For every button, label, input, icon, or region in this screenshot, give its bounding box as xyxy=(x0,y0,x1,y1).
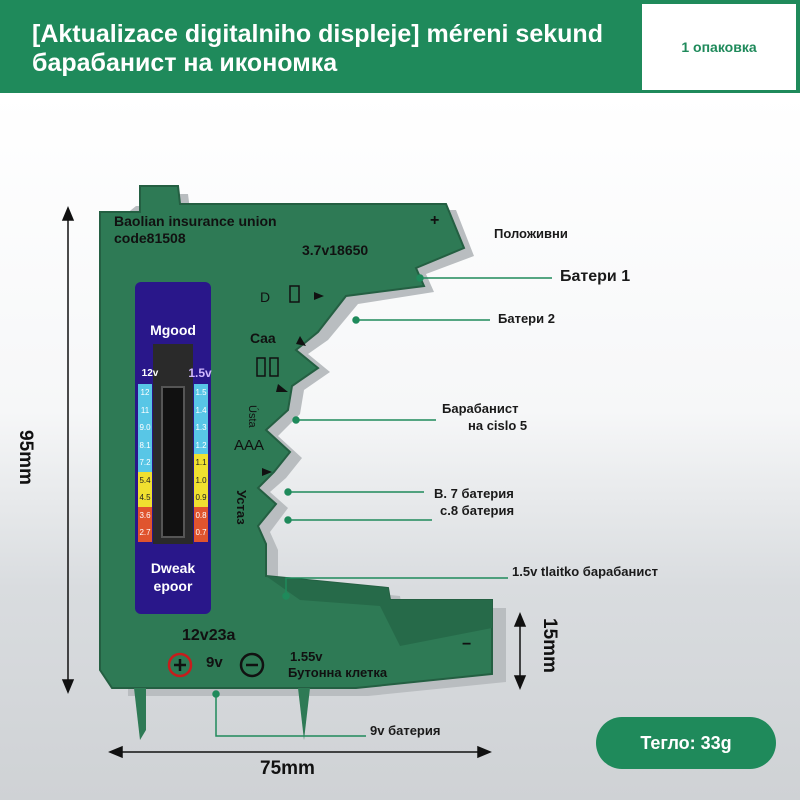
header-banner: [Aktualizace digitalniho displeje] méren… xyxy=(0,0,800,93)
plus-terminal-icon xyxy=(167,652,193,678)
pack-option[interactable]: 1 опаковка xyxy=(642,4,796,90)
leg-right xyxy=(298,688,310,740)
battery-155v-label: 1.55v xyxy=(290,649,323,664)
lcd-poor-label: epoor xyxy=(153,578,193,594)
battery-caa-label: Caa xyxy=(250,330,276,346)
leg-left xyxy=(134,688,146,740)
button-cell-slot xyxy=(266,576,492,646)
arrow-usta xyxy=(276,384,288,392)
callout-9v: 9v батерия xyxy=(370,723,441,738)
battery-18650-label: 3.7v18650 xyxy=(302,242,369,258)
minus-label: − xyxy=(462,636,472,653)
battery-d-label: D xyxy=(260,289,271,305)
callout-b7-line2: с.8 батерия xyxy=(440,503,515,518)
lcd-weak-label: Dweak xyxy=(150,560,196,576)
callout-b7-line1: В. 7 батерия xyxy=(434,486,514,501)
lcd-left-header: 12v xyxy=(141,368,159,379)
pack-label: 1 опаковка xyxy=(681,39,757,55)
ustaz-label: Устаз xyxy=(234,490,249,525)
brand-line1: Baolian insurance union xyxy=(114,213,277,229)
arrow-aaa xyxy=(262,468,272,476)
battery-9v-label: 9v xyxy=(206,654,223,671)
header-title: [Aktualizace digitalniho displeje] méren… xyxy=(32,20,603,77)
weight-label: Тегло: 33g xyxy=(640,732,732,753)
callout-lines xyxy=(212,274,552,737)
arrow-d xyxy=(314,292,324,300)
weight-badge: Тегло: 33g xyxy=(596,717,776,769)
dimension-height: 95mm xyxy=(15,430,36,485)
minus-terminal-icon xyxy=(239,652,265,678)
brand-line2: code81508 xyxy=(114,230,186,246)
plus-label: + xyxy=(430,212,440,229)
usta-label: Ústa xyxy=(246,405,258,428)
callout-positive: Положивни xyxy=(494,226,568,241)
battery-d-icon xyxy=(289,285,300,303)
dimension-lines xyxy=(61,206,527,759)
lcd-display: Mgood 12v 1.5v 12 11 9.0 8.1 7.2 5.4 4.5… xyxy=(135,282,212,614)
callout-drum-line2: на cislo 5 xyxy=(468,418,528,433)
callout-drum-line1: Барабанист xyxy=(442,401,519,416)
battery-caa-icon-2 xyxy=(269,357,279,377)
callout-button-cell: 1.5v tlaitko барабанист xyxy=(512,564,658,579)
dimension-width: 75mm xyxy=(260,758,315,779)
button-cell-label: Бутонна клетка xyxy=(288,665,388,680)
callout-battery1: Батери 1 xyxy=(560,268,631,285)
lcd-bar-segments xyxy=(161,386,185,538)
battery-aaa-label: AAA xyxy=(234,437,265,454)
lcd-left-scale: 12 11 9.0 8.1 7.2 5.4 4.5 3.6 2.7 xyxy=(138,384,152,542)
callout-battery2: Батери 2 xyxy=(498,311,555,326)
lcd-right-header: 1.5v xyxy=(188,366,212,380)
plus-sign-icon xyxy=(174,659,186,671)
dimension-depth: 15mm xyxy=(539,618,560,673)
battery-caa-icon-1 xyxy=(256,357,266,377)
lcd-right-scale: 1.5 1.4 1.3 1.2 1.1 1.0 0.9 0.8 0.7 xyxy=(194,384,208,542)
arrow-caa xyxy=(296,336,306,346)
lcd-good-label: Mgood xyxy=(150,322,196,338)
battery-12v23a-label: 12v23a xyxy=(182,627,236,644)
